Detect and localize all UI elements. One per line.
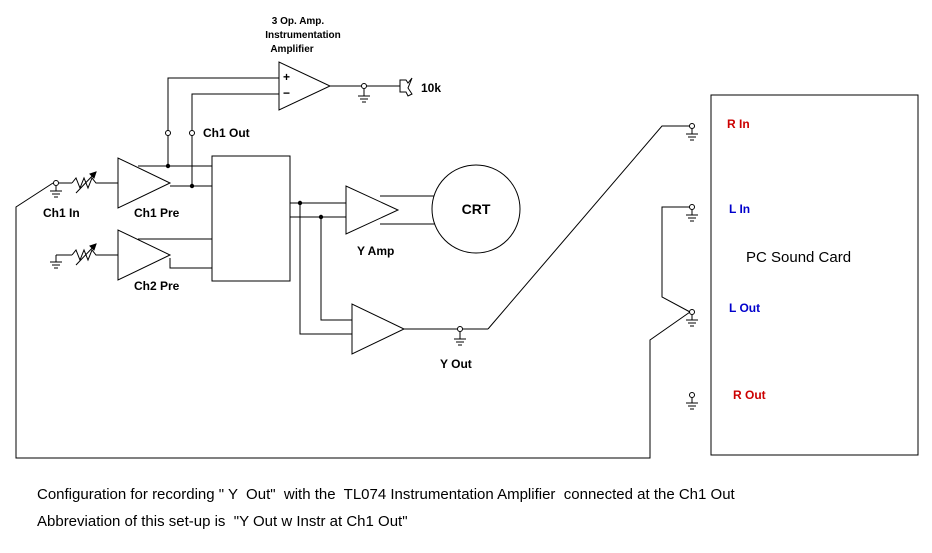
r-out-ground-icon [686, 398, 698, 410]
l-in-jack [689, 204, 695, 210]
caption-line-1: Configuration for recording " Y Out" wit… [37, 486, 735, 503]
ch1-input-jack [53, 180, 59, 186]
ch2-preamp-triangle [117, 229, 172, 281]
l-in-label: L In [729, 202, 750, 216]
ch2-variable-resistor-icon [71, 248, 118, 262]
r-in-label: R In [727, 117, 750, 131]
instr-amp-output-node [361, 83, 367, 89]
ch1-pre-label: Ch1 Pre [134, 206, 180, 220]
y-out-ground-icon [454, 332, 466, 346]
instr-amp-title-line1: 3 Op. Amp. [272, 16, 325, 27]
instr-amp-minus-sign: − [283, 86, 290, 100]
instr-amp-plus-sign: + [283, 70, 290, 84]
processing-block [211, 155, 291, 282]
crt-circle [431, 164, 521, 254]
ch1-in-label: Ch1 In [43, 206, 80, 220]
crt-label: CRT [462, 201, 491, 217]
l-out-label: L Out [729, 301, 760, 315]
instr-amp-triangle [278, 61, 332, 111]
ch2-pre-label: Ch2 Pre [134, 279, 180, 293]
l-out-to-ch1-in-wire [15, 182, 691, 459]
y-amp-triangle [345, 185, 400, 235]
r-out-jack [689, 392, 695, 398]
r-out-label: R Out [733, 388, 766, 402]
instr-amp-title-line3: Amplifier [270, 44, 313, 55]
y-out-to-r-in-wire [487, 125, 690, 330]
y-out-label: Y Out [440, 357, 472, 371]
r-in-ground-icon [686, 129, 698, 141]
resistor-10k-icon [399, 77, 413, 97]
y-out-amp-triangle [351, 303, 406, 355]
y-amp-label: Y Amp [357, 244, 394, 258]
l-out-jack [689, 309, 695, 315]
l-out-ground-icon [686, 315, 698, 327]
ch1-pre-out-node-a [165, 163, 171, 169]
ch2-input-ground-icon [50, 255, 62, 269]
caption-line-2: Abbreviation of this set-up is "Y Out w … [37, 513, 408, 530]
r-in-jack [689, 123, 695, 129]
instr-amp-plus-node [165, 130, 171, 136]
instr-amp-output-ground-icon [358, 89, 370, 103]
sound-card-box [710, 94, 919, 456]
y-out-jack [457, 326, 463, 332]
sound-card-title: PC Sound Card [746, 249, 851, 266]
ch1-out-label: Ch1 Out [203, 126, 250, 140]
instr-amp-minus-wire [191, 93, 279, 186]
instr-amp-minus-node [189, 130, 195, 136]
ch1-preamp-triangle [117, 157, 172, 209]
resistor-10k-label: 10k [421, 81, 441, 95]
ch1-variable-resistor-icon [71, 176, 118, 190]
instr-amp-plus-wire [167, 77, 279, 166]
l-in-ground-icon [686, 210, 698, 222]
instr-amp-title-line2: Instrumentation [265, 30, 341, 41]
ch1-pre-out-node-b [189, 183, 195, 189]
l-in-to-l-out-loop-wire [661, 206, 691, 313]
ch1-input-ground-icon [50, 186, 62, 198]
